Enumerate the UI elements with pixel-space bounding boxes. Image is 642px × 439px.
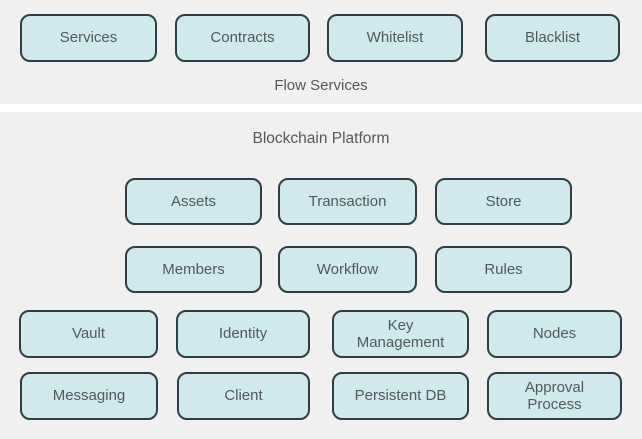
node-identity: Identity bbox=[176, 310, 310, 358]
node-key-management: Key Management bbox=[332, 310, 469, 358]
node-store: Store bbox=[435, 178, 572, 225]
node-members: Members bbox=[125, 246, 262, 293]
node-services: Services bbox=[20, 14, 157, 62]
flow-services-section: Services Contracts Whitelist Blacklist F… bbox=[0, 0, 642, 104]
blockchain-platform-section: Blockchain Platform Assets Transaction S… bbox=[0, 112, 642, 439]
node-rules: Rules bbox=[435, 246, 572, 293]
node-approval-process: Approval Process bbox=[487, 372, 622, 420]
node-workflow: Workflow bbox=[278, 246, 417, 293]
node-client: Client bbox=[177, 372, 310, 420]
flow-services-label: Flow Services bbox=[274, 77, 368, 94]
node-whitelist: Whitelist bbox=[327, 14, 463, 62]
node-vault: Vault bbox=[19, 310, 158, 358]
node-assets: Assets bbox=[125, 178, 262, 225]
node-contracts: Contracts bbox=[175, 14, 310, 62]
node-persistent-db: Persistent DB bbox=[332, 372, 469, 420]
node-messaging: Messaging bbox=[20, 372, 158, 420]
node-nodes: Nodes bbox=[487, 310, 622, 358]
blockchain-platform-title: Blockchain Platform bbox=[252, 130, 390, 147]
node-blacklist: Blacklist bbox=[485, 14, 620, 62]
node-transaction: Transaction bbox=[278, 178, 417, 225]
